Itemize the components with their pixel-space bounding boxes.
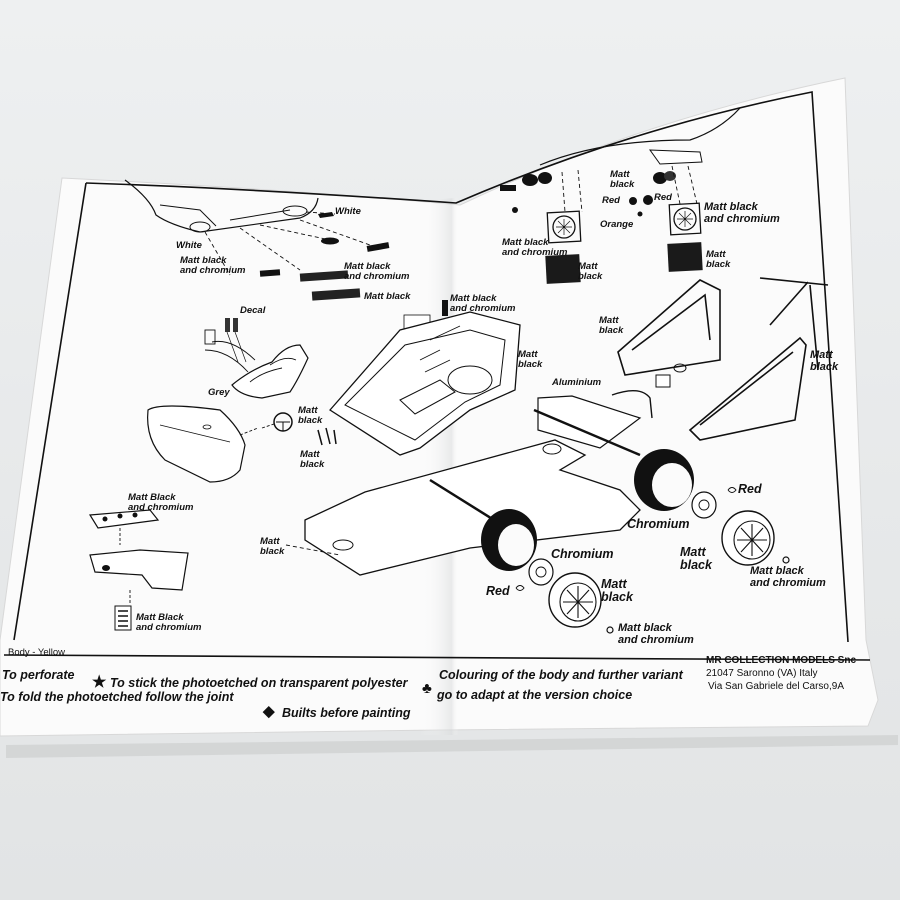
label-red-1: Red [602, 195, 620, 206]
diamond-icon: ◆ [263, 703, 275, 720]
label-decal: Decal [240, 305, 266, 316]
company-address-1: 21047 Saronno (VA) Italy [706, 668, 818, 679]
label-body-yellow: Body - Yellow [8, 647, 66, 658]
legend-builts: Builts before painting [282, 706, 411, 720]
label-grey: Grey [208, 387, 230, 398]
company-address-2: Via San Gabriele del Carso,9A [708, 681, 845, 692]
legend-colouring-2: go to adapt at the version choice [437, 688, 633, 702]
label-aluminium: Aluminium [552, 377, 602, 388]
label-matt-black-chromium-2: Matt black and chromium [344, 261, 410, 282]
label-matt-black-11: Matt black [680, 545, 712, 573]
company-name: MR COLLECTION MODELS Snc [706, 655, 856, 666]
label-chromium-2: Chromium [551, 547, 614, 561]
label-matt-black-5: Matt black [518, 349, 543, 370]
star-icon: ★ [92, 674, 107, 691]
label-matt-black-7: Matt black [810, 349, 839, 373]
label-matt-black-chromium-4: Matt black and chromium [704, 201, 780, 225]
label-matt-black-4: Matt black [706, 249, 731, 270]
label-matt-black-2: Matt black [578, 261, 603, 282]
label-chromium-1: Chromium [627, 517, 690, 531]
label-matt-black-12: Matt black [601, 577, 633, 605]
label-matt-black-3: Matt black [610, 169, 635, 190]
label-matt-black-chromium-8: Matt black and chromium [750, 565, 826, 589]
label-white-2: White [176, 240, 202, 251]
label-matt-black-chromium-9: Matt black and chromium [618, 622, 694, 646]
legend-fold: To fold the photoetched follow the joint [0, 690, 234, 704]
label-matt-black-chromium-5: Matt black and chromium [450, 293, 516, 314]
label-matt-black-9: Matt black [300, 449, 325, 470]
legend-perforate: To perforate [2, 668, 75, 682]
label-matt-black-chromium-6: Matt Black and chromium [128, 492, 194, 513]
label-white-1: White [335, 206, 361, 217]
club-icon: ♣ [422, 680, 432, 697]
label-matt-black-chromium-1: Matt black and chromium [180, 255, 246, 276]
label-red-2: Red [654, 192, 672, 203]
label-matt-black-6: Matt black [599, 315, 624, 336]
label-matt-black-chromium-7: Matt Black and chromium [136, 612, 202, 633]
label-matt-black-10: Matt black [260, 536, 285, 557]
label-matt-black-8: Matt black [298, 405, 323, 426]
legend-colouring-1: Colouring of the body and further varian… [439, 668, 683, 682]
legend-stick: To stick the photoetched on transparent … [110, 676, 408, 690]
label-red-4: Red [486, 584, 510, 598]
label-orange: Orange [600, 219, 634, 230]
label-matt-black-chromium-3: Matt black and chromium [502, 237, 568, 258]
label-matt-black-1: Matt black [364, 291, 411, 302]
label-red-3: Red [738, 482, 762, 496]
